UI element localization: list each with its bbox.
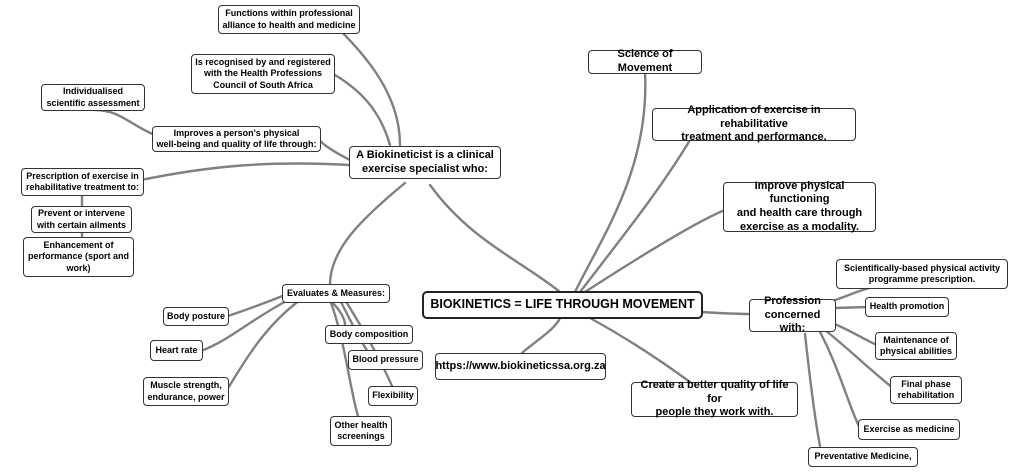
node-body-composition: Body composition	[325, 325, 413, 344]
node-health-promotion: Health promotion	[865, 297, 949, 317]
link-clinical-prescription	[139, 162, 352, 182]
node-prevent: Prevent or intervene with certain ailmen…	[31, 206, 132, 233]
node-quality: Create a better quality of life for peop…	[631, 379, 798, 418]
node-other-health: Other health screenings	[330, 416, 392, 446]
link-eval-muscle	[226, 298, 302, 390]
link-prof-exercise	[818, 330, 862, 430]
link-clinical-functions	[328, 18, 402, 147]
link-center-clinical	[428, 183, 562, 294]
node-center: BIOKINETICS = LIFE THROUGH MOVEMENT	[422, 291, 703, 319]
node-enhancement: Enhancement of performance (sport and wo…	[23, 237, 134, 277]
node-blood-pressure: Blood pressure	[348, 350, 423, 370]
node-science: Science of Movement	[588, 48, 702, 74]
node-evaluates: Evaluates & Measures:	[282, 284, 390, 303]
node-exercise-medicine: Exercise as medicine	[858, 419, 960, 440]
link-prof-preventative	[803, 332, 822, 448]
node-prescription: Prescription of exercise in rehabilitati…	[21, 168, 144, 196]
link-center-quality	[588, 316, 692, 384]
link-prof-health	[833, 305, 869, 310]
link-clinical-evaluates	[328, 181, 407, 287]
link-clinical-recognised	[333, 73, 392, 147]
node-scientifically: Scientifically-based physical activity p…	[836, 259, 1008, 289]
node-muscle: Muscle strength, endurance, power	[143, 377, 229, 406]
node-maintenance: Maintenance of physical abilities	[875, 332, 957, 360]
node-functions: Functions within professional alliance t…	[218, 5, 360, 34]
link-eval-heart	[199, 297, 292, 353]
link-eval-other	[328, 298, 360, 418]
link-center-application	[578, 138, 692, 294]
node-heart-rate: Heart rate	[150, 340, 203, 361]
node-individualised: Individualised scientific assessment	[41, 84, 145, 111]
link-center-science	[573, 70, 647, 294]
node-improves: Improves a person's physical well-being …	[152, 126, 321, 152]
node-final-phase: Final phase rehabilitation	[890, 376, 962, 404]
node-flexibility: Flexibility	[368, 386, 418, 406]
link-center-profession	[698, 310, 752, 316]
link-eval-posture	[226, 293, 287, 318]
node-profession: Profession concerned with:	[749, 295, 836, 334]
link-clinical-improves	[316, 136, 352, 162]
node-preventative: Preventative Medicine,	[808, 447, 918, 467]
node-application: Application of exercise in rehabilitativ…	[652, 104, 856, 143]
node-clinical: A Biokineticist is a clinical exercise s…	[349, 146, 501, 179]
link-center-url	[520, 316, 562, 355]
node-recognised: Is recognised by and registered with the…	[191, 54, 335, 94]
node-body-posture: Body posture	[163, 307, 229, 326]
link-prof-final	[823, 328, 895, 390]
node-improve-physical: Improve physical functioning and health …	[723, 180, 876, 233]
node-url[interactable]: https://www.biokineticssa.org.za	[435, 353, 606, 380]
link-improves-individualised	[93, 108, 157, 137]
link-center-improve	[583, 208, 727, 294]
